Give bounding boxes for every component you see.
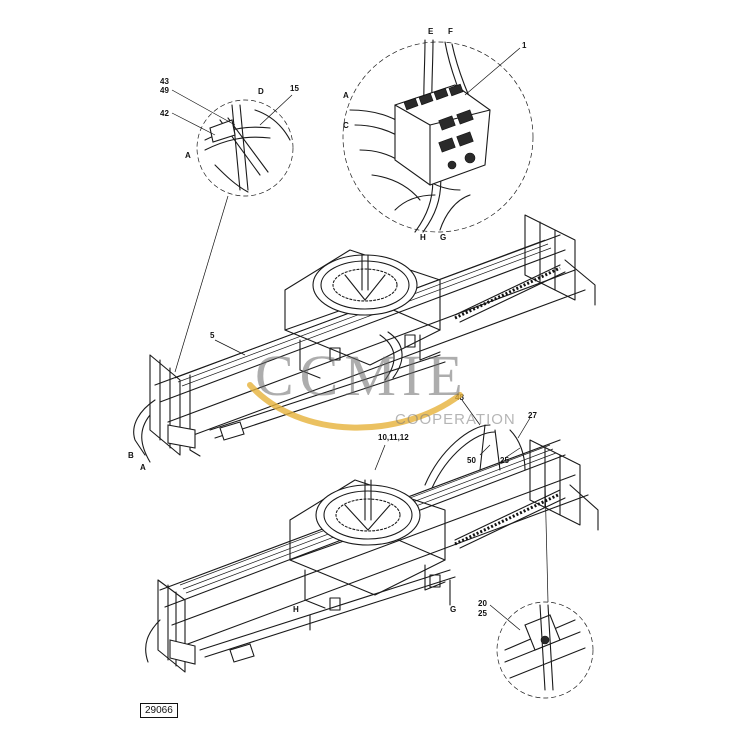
upper-frame-assembly: B A	[128, 214, 596, 472]
svg-text:H: H	[420, 233, 426, 242]
detail-view-left: D A	[185, 87, 294, 197]
svg-text:D: D	[258, 87, 264, 96]
svg-text:A: A	[140, 463, 146, 472]
watermark-sub: COOPERATION	[395, 411, 516, 428]
svg-text:A: A	[185, 151, 191, 160]
callout-43: 43	[160, 77, 169, 86]
lower-frame-assembly: H G	[145, 424, 599, 673]
callout-25: 25	[500, 456, 509, 465]
svg-text:F: F	[448, 27, 453, 36]
callout-15: 15	[290, 84, 299, 93]
callout-49: 49	[160, 86, 169, 95]
detail-view-valve-block: E F A C H G	[342, 27, 534, 242]
watermark-logo: CCMIE COOPERATION	[247, 343, 516, 431]
callout-5: 5	[210, 331, 215, 340]
callout-20: 20	[478, 599, 487, 608]
svg-text:C: C	[343, 121, 349, 130]
svg-text:H: H	[293, 605, 299, 614]
watermark-brand: CCMIE	[255, 343, 469, 408]
callout-leaders	[171, 89, 531, 631]
callout-25b: 25	[478, 609, 487, 618]
svg-text:G: G	[450, 605, 456, 614]
svg-text:G: G	[440, 233, 446, 242]
callout-labels: 1 43 49 42 15 5 10,11,12 48 27 50 25 20 …	[160, 41, 537, 618]
callout-50: 50	[467, 456, 476, 465]
drawing-number: 29066	[140, 703, 178, 718]
callout-42: 42	[160, 109, 169, 118]
callout-10-11-12: 10,11,12	[378, 433, 409, 442]
callout-27: 27	[528, 411, 537, 420]
svg-text:A: A	[343, 91, 349, 100]
detail-view-bottom-right	[496, 601, 594, 699]
callout-1: 1	[522, 41, 527, 50]
svg-text:E: E	[428, 27, 434, 36]
svg-text:B: B	[128, 451, 134, 460]
